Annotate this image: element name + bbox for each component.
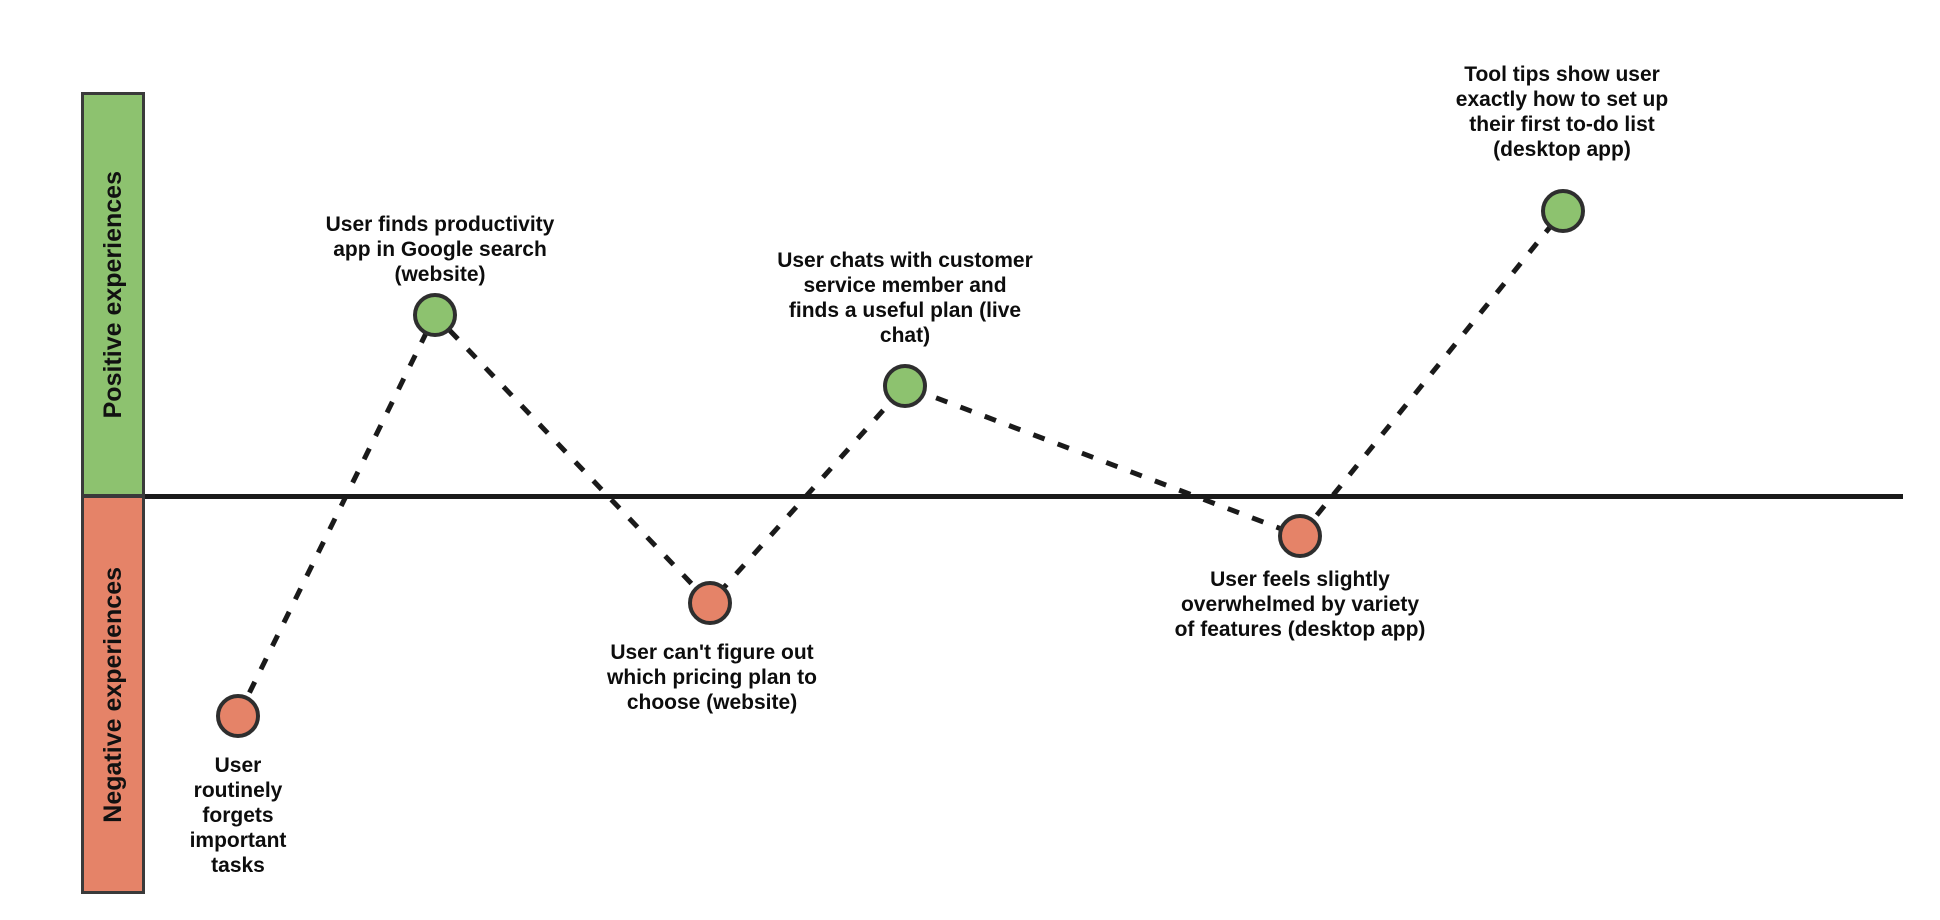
axis-negative-experiences: Negative experiences [81,496,145,894]
annotation-4: User chats with customer service member … [777,249,1033,347]
data-point-3[interactable] [688,581,732,625]
data-point-4[interactable] [883,364,927,408]
axis-positive-experiences: Positive experiences [81,92,145,496]
annotation-3: User can't figure out which pricing plan… [607,641,817,714]
annotation-2: User finds productivity app in Google se… [325,213,555,286]
data-point-1[interactable] [216,694,260,738]
neutral-baseline [145,494,1903,499]
axis-negative-label: Negative experiences [98,566,127,823]
axis-positive-label: Positive experiences [98,170,127,419]
data-point-5[interactable] [1278,514,1322,558]
data-point-2[interactable] [413,293,457,337]
annotation-5: User feels slightly overwhelmed by varie… [1174,568,1426,641]
data-point-6[interactable] [1541,189,1585,233]
annotation-6: Tool tips show user exactly how to set u… [1455,63,1669,161]
annotation-1: User routinely forgets important tasks [189,754,287,877]
